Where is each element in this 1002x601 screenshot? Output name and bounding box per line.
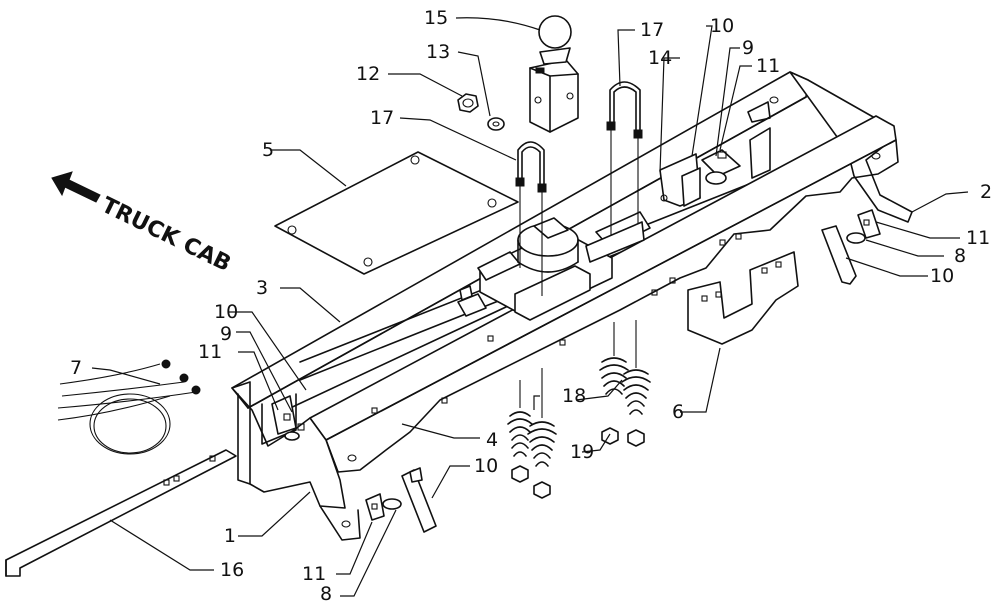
leader-lines bbox=[91, 17, 969, 597]
nut-part-12 bbox=[457, 93, 479, 113]
callout-14: 14 bbox=[648, 47, 672, 69]
callout-17-right: 17 bbox=[640, 19, 664, 41]
truck-cab-label: TRUCK CAB bbox=[97, 193, 234, 277]
callout-11-left: 11 bbox=[198, 341, 222, 363]
callout-12: 12 bbox=[356, 63, 380, 85]
callout-10-rear: 10 bbox=[710, 15, 734, 37]
callout-9-rear: 9 bbox=[742, 37, 754, 59]
spring-3 bbox=[599, 322, 629, 445]
callout-1: 1 bbox=[224, 525, 236, 547]
u-bolt-left-part-17 bbox=[515, 141, 547, 296]
callout-8-front: 8 bbox=[320, 583, 332, 601]
callout-11-rear: 11 bbox=[756, 55, 780, 77]
springs-part-18 bbox=[507, 320, 651, 499]
callout-4: 4 bbox=[486, 429, 498, 451]
latch-parts-left bbox=[271, 395, 300, 441]
callout-6: 6 bbox=[672, 401, 684, 423]
callout-18: 18 bbox=[562, 385, 586, 407]
callout-10-left: 10 bbox=[214, 301, 238, 323]
u-bolt-right-part-17 bbox=[606, 81, 643, 236]
callout-15: 15 bbox=[424, 7, 448, 29]
callout-19: 19 bbox=[570, 441, 594, 463]
spring-4 bbox=[621, 320, 651, 447]
top-plate-part-5 bbox=[274, 151, 519, 275]
latch-parts-right bbox=[821, 209, 881, 285]
callout-8-right: 8 bbox=[954, 245, 966, 267]
hitch-ball-part-15 bbox=[529, 15, 579, 133]
callout-3: 3 bbox=[256, 277, 268, 299]
hitch-base bbox=[457, 153, 701, 321]
callout-17-left: 17 bbox=[370, 107, 394, 129]
callout-10-right: 10 bbox=[930, 265, 954, 287]
latch-parts-front bbox=[365, 467, 437, 533]
callout-10-front: 10 bbox=[474, 455, 498, 477]
callout-5: 5 bbox=[262, 139, 274, 161]
spring-2 bbox=[527, 368, 557, 499]
callout-13: 13 bbox=[426, 41, 450, 63]
callout-9-left: 9 bbox=[220, 323, 232, 345]
latch-parts-rear bbox=[701, 149, 741, 185]
frame-assembly bbox=[231, 71, 913, 541]
truck-cab-arrow bbox=[51, 171, 101, 203]
callout-11-front: 11 bbox=[302, 563, 326, 585]
callout-2: 2 bbox=[980, 181, 992, 203]
callout-7: 7 bbox=[70, 357, 82, 379]
bar-part-16 bbox=[5, 449, 237, 577]
side-plate-part-6 bbox=[687, 251, 799, 345]
safety-cables-part-7 bbox=[57, 359, 201, 455]
callout-numbers: 1 2 3 4 5 6 7 8 8 9 9 10 10 10 10 11 11 … bbox=[70, 7, 992, 601]
callout-11-right: 11 bbox=[966, 227, 990, 249]
spring-1 bbox=[507, 380, 533, 483]
callout-16: 16 bbox=[220, 559, 244, 581]
washer-part-13 bbox=[487, 117, 505, 131]
